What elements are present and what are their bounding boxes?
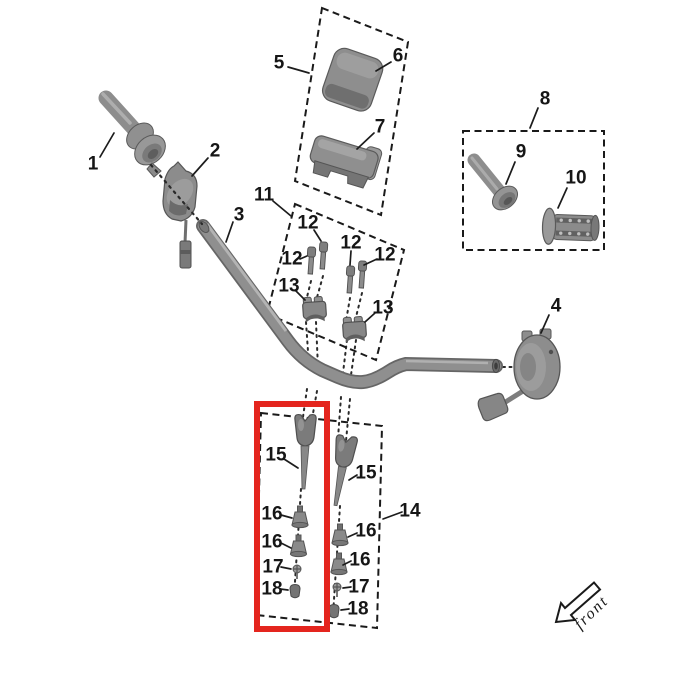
part-label-4: 4 xyxy=(550,295,562,317)
highlight-box xyxy=(254,401,330,632)
part-label-12-1: 12 xyxy=(297,212,319,234)
part-label-2: 2 xyxy=(209,140,221,162)
part-label-3: 3 xyxy=(233,204,245,226)
part-label-16-4: 16 xyxy=(349,549,371,571)
part-label-9: 9 xyxy=(515,141,527,163)
pad-lower xyxy=(309,135,383,189)
part-label-13-2: 13 xyxy=(372,297,394,319)
part-label-12-3: 12 xyxy=(340,232,362,254)
part-label-18-1: 18 xyxy=(261,578,283,600)
handlebar-clamps xyxy=(302,296,367,343)
part-label-12-2: 12 xyxy=(281,248,303,270)
right-grip xyxy=(541,207,600,245)
part-label-1: 1 xyxy=(87,153,99,175)
lever-left xyxy=(294,413,317,490)
part-label-13-1: 13 xyxy=(278,275,300,297)
part-label-17-2: 17 xyxy=(348,576,370,598)
part-label-8: 8 xyxy=(539,88,551,110)
part-label-18-2: 18 xyxy=(347,598,369,620)
right-switch-housing xyxy=(477,328,561,422)
lever-right xyxy=(333,434,358,507)
clamp-bolts xyxy=(306,241,368,294)
throttle-tube xyxy=(467,153,519,211)
part-label-16-1: 16 xyxy=(261,503,283,525)
group-box-8 xyxy=(462,130,605,251)
front-arrow-icon xyxy=(554,581,602,624)
part-label-10: 10 xyxy=(565,167,587,189)
part-label-7: 7 xyxy=(374,116,386,138)
part-label-12-4: 12 xyxy=(374,244,396,266)
part-label-11: 11 xyxy=(253,184,275,206)
pad-upper xyxy=(321,47,384,112)
part-label-16-3: 16 xyxy=(355,520,377,542)
leader-lines xyxy=(99,61,568,611)
part-label-6: 6 xyxy=(392,45,404,67)
part-label-15-1: 15 xyxy=(265,444,287,466)
left-grip-assembly xyxy=(98,90,166,178)
part-label-15-2: 15 xyxy=(355,462,377,484)
small-screws xyxy=(292,564,342,597)
handlebar-tube xyxy=(196,219,503,390)
part-label-14: 14 xyxy=(399,500,421,522)
left-switch-housing xyxy=(162,161,198,269)
part-label-5: 5 xyxy=(273,52,285,74)
part-label-17-1: 17 xyxy=(262,556,284,578)
part-label-16-2: 16 xyxy=(261,531,283,553)
group-box-5 xyxy=(293,6,410,217)
rubber-cones xyxy=(289,505,349,576)
group-box-11 xyxy=(265,202,406,362)
axis-dotted-line xyxy=(149,163,204,226)
end-caps xyxy=(289,583,340,619)
